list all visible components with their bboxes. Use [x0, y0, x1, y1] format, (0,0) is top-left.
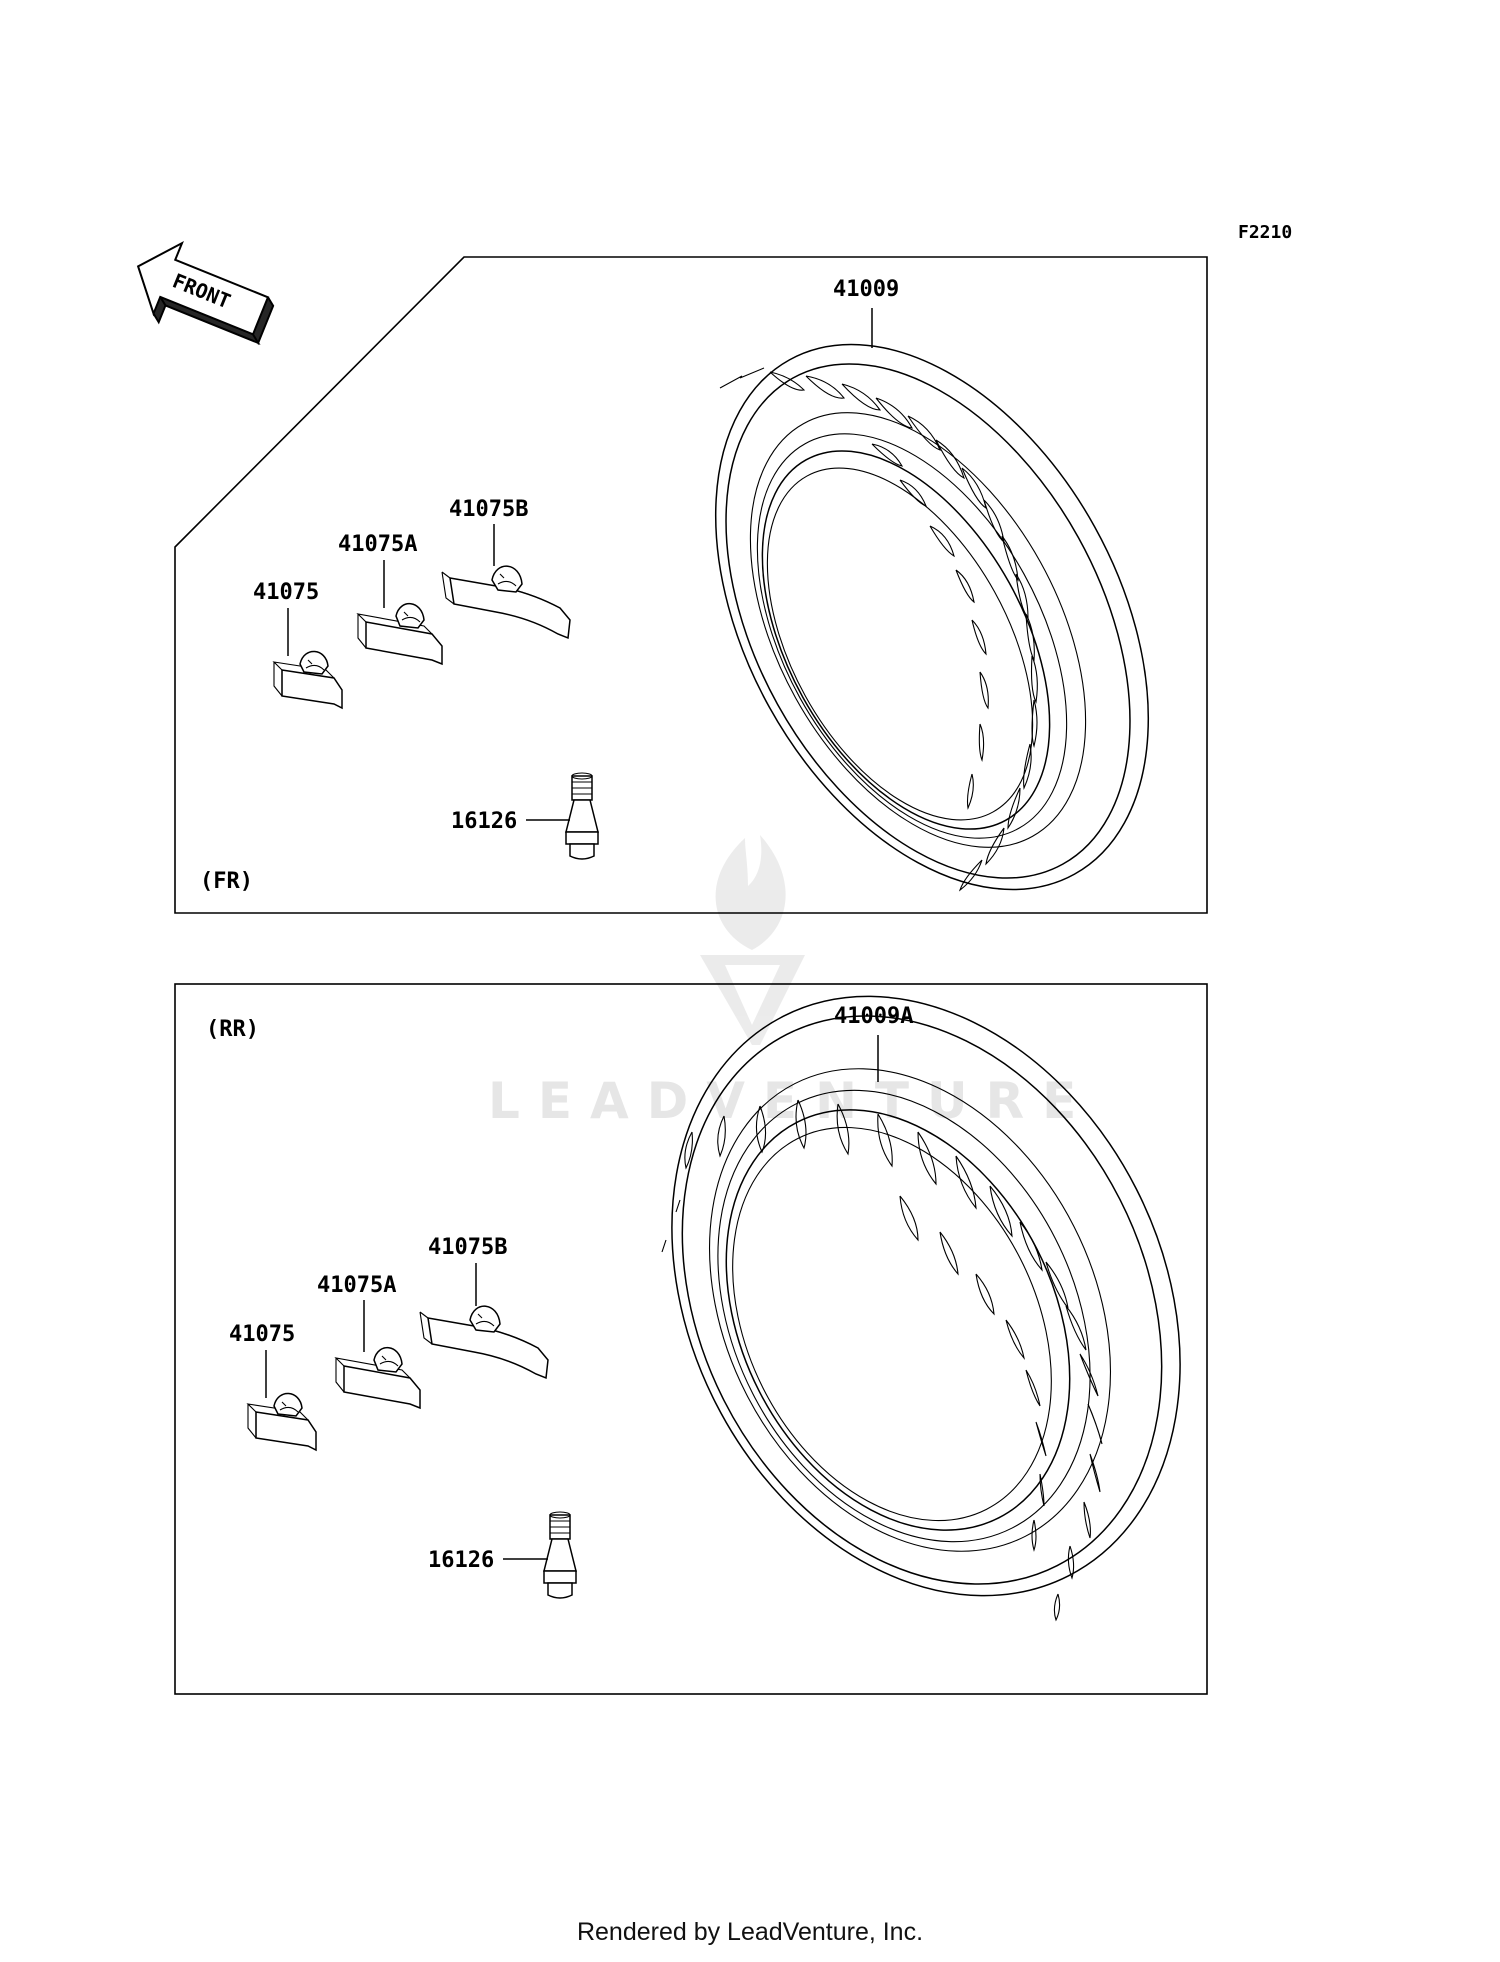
watermark-text: LEADVENTURE: [488, 1072, 1094, 1130]
leadventure-logo-icon: [700, 835, 805, 1045]
front-weight-medium-icon: [357, 602, 443, 665]
rear-panel-tag: (RR): [206, 1017, 259, 1042]
front-valve-icon: [565, 772, 599, 860]
front-weight-small-icon: [273, 650, 343, 709]
front-weight-small-label: 41075: [253, 580, 319, 605]
rear-valve-icon: [543, 1511, 577, 1599]
front-panel-tag: (FR): [200, 869, 253, 894]
front-tire: [714, 343, 1150, 892]
rear-weight-small-label: 41075: [229, 1322, 295, 1347]
rear-weight-small-icon: [247, 1392, 317, 1451]
front-weight-medium-label: 41075A: [338, 532, 417, 557]
rear-weight-large-label: 41075B: [428, 1235, 507, 1260]
rear-valve-label: 16126: [428, 1548, 494, 1573]
front-panel-frame: [174, 256, 1208, 914]
rear-weight-medium-icon: [335, 1346, 421, 1409]
front-weight-large-label: 41075B: [449, 497, 528, 522]
front-tire-label: 41009: [833, 277, 899, 302]
front-panel: (FR): [174, 256, 1208, 914]
figure-code: F2210: [1238, 222, 1292, 243]
front-weight-large-icon: [441, 565, 571, 639]
rear-tire-label: 41009A: [834, 1004, 913, 1029]
rear-tire: [661, 995, 1181, 1622]
front-direction-arrow-icon: FRONT: [136, 240, 275, 346]
watermark: LEADVENTURE: [488, 835, 1094, 1130]
footer-credit: Rendered by LeadVenture, Inc.: [576, 1918, 924, 1946]
front-tire-tread: [719, 367, 1038, 892]
rear-tire-tread: [661, 1099, 1103, 1622]
front-valve-label: 16126: [451, 809, 517, 834]
rear-weight-medium-label: 41075A: [317, 1273, 396, 1298]
rear-panel: (RR): [174, 983, 1208, 1695]
rear-weight-large-icon: [419, 1305, 549, 1379]
rear-panel-frame: [174, 983, 1208, 1695]
